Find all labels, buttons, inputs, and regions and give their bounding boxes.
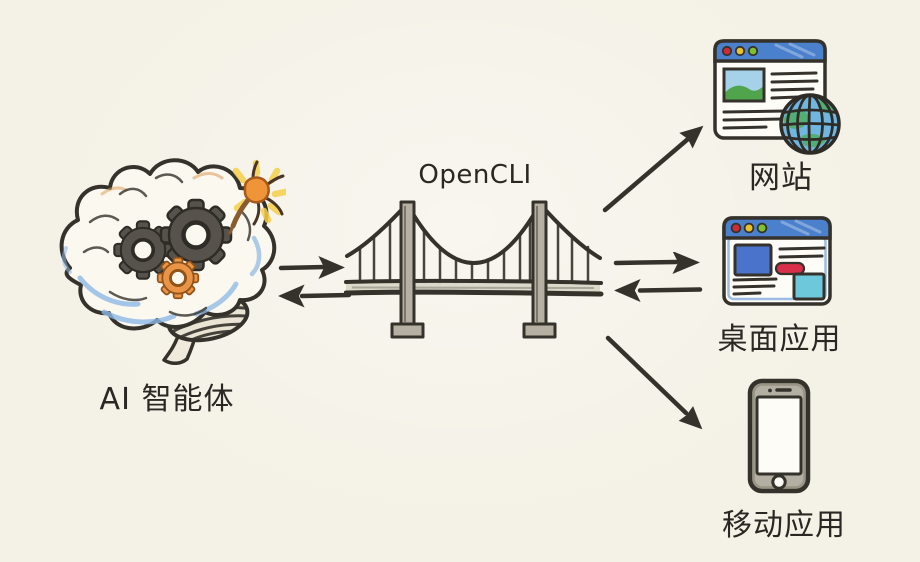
arrow-bridge-mobile xyxy=(605,335,703,430)
phone-camera-dot xyxy=(768,388,772,393)
bridge-towers xyxy=(390,200,557,339)
smartphone-icon xyxy=(747,378,811,494)
browser-text-lines xyxy=(722,71,819,130)
mobile-label: 移动应用 xyxy=(722,508,846,543)
browser-window-dots xyxy=(721,45,759,57)
desktop-window-icon xyxy=(722,216,832,306)
desktop-text-lines xyxy=(732,246,826,296)
gear-gray-large-icon xyxy=(159,198,233,272)
browser-titlebar xyxy=(713,39,827,63)
desktop-label: 桌面应用 xyxy=(717,322,842,357)
brain-folds xyxy=(82,173,252,317)
bridge-cables xyxy=(345,202,602,265)
desktop-cyan-panel xyxy=(792,272,826,301)
gear-gray-medium-icon xyxy=(113,220,173,280)
brain-shading xyxy=(61,172,262,325)
desktop-red-button xyxy=(774,261,806,276)
bridge-label: OpenCLI xyxy=(418,160,532,190)
phone-home-button xyxy=(771,474,787,490)
arrow-agent-bridge-bidirectional xyxy=(278,255,352,308)
arrow-bridge-website xyxy=(602,125,704,213)
globe-icon xyxy=(779,93,841,155)
bridge-deck xyxy=(346,282,600,293)
ai-agent-label: AI 智能体 xyxy=(99,382,235,417)
bridge-suspenders xyxy=(358,220,590,284)
phone-screen xyxy=(755,395,803,476)
website-label: 网站 xyxy=(749,160,813,196)
arrow-bridge-desktop-bidirectional xyxy=(613,252,703,302)
desktop-window-dots xyxy=(730,222,768,234)
desktop-blue-panel xyxy=(733,243,773,277)
browser-globe-icon xyxy=(713,39,841,155)
bridge-icon xyxy=(344,200,604,339)
neuron-icon xyxy=(228,159,286,235)
gear-orange-icon xyxy=(156,256,200,300)
brain-gears-icon xyxy=(59,158,286,365)
browser-image-thumbnail xyxy=(722,67,766,103)
